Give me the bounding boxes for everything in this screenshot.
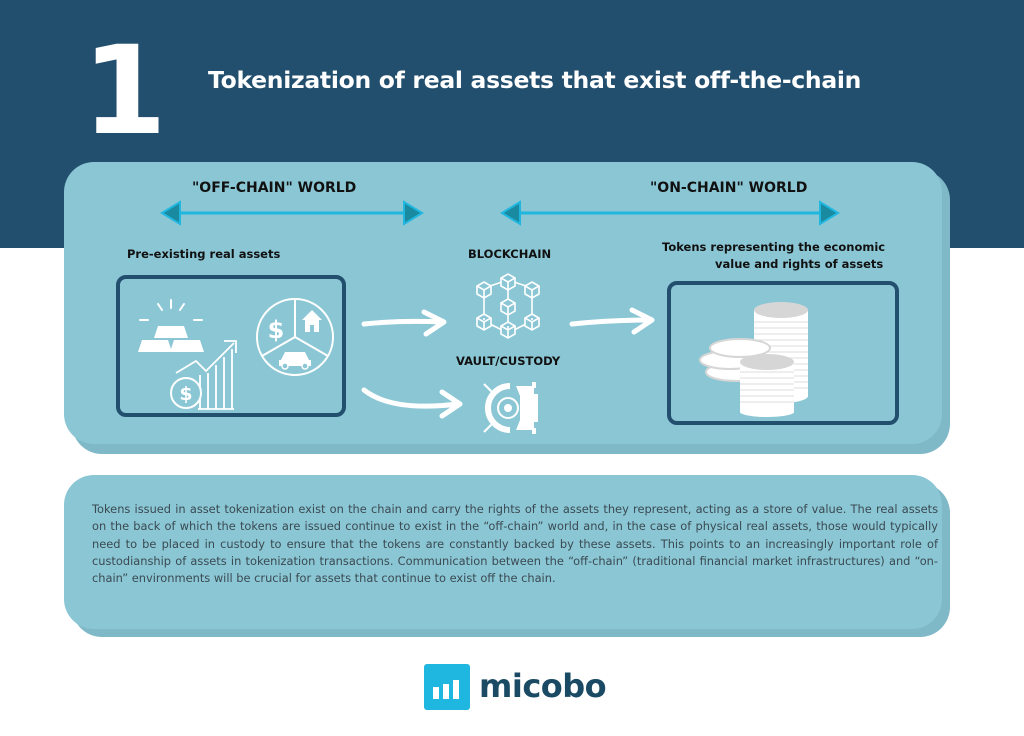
arrow-to-tokens-icon — [569, 307, 655, 335]
real-assets-box — [116, 275, 346, 417]
on-chain-double-arrow-icon — [500, 200, 840, 226]
svg-text:$: $ — [268, 316, 285, 344]
on-chain-world-label: "ON-CHAIN" WORLD — [650, 180, 808, 196]
gold-bars-icon — [138, 299, 204, 352]
off-chain-double-arrow-icon — [160, 200, 424, 226]
coin-stacks-icon — [699, 302, 808, 417]
vault-icon — [483, 382, 538, 434]
bar-chart-logo-icon — [433, 680, 459, 699]
svg-text:$: $ — [179, 383, 192, 405]
blockchain-network-icon — [476, 273, 540, 339]
blockchain-label: BLOCKCHAIN — [468, 247, 552, 261]
tokens-label-line2: value and rights of assets — [715, 257, 884, 271]
tokens-label-line1: Tokens representing the economic — [662, 240, 886, 254]
arrow-to-vault-icon — [361, 387, 463, 419]
off-chain-world-label: "OFF-CHAIN" WORLD — [192, 180, 357, 196]
pre-existing-assets-label: Pre-existing real assets — [127, 247, 281, 261]
asset-pie-icon: $ — [256, 298, 334, 376]
description-text: Tokens issued in asset tokenization exis… — [92, 502, 938, 586]
step-number: 1 — [82, 20, 167, 162]
dollar-coin-icon: $ — [170, 377, 202, 409]
vault-custody-label: VAULT/CUSTODY — [456, 354, 561, 368]
page-title: Tokenization of real assets that exist o… — [208, 66, 862, 94]
description-panel — [64, 475, 942, 629]
arrow-to-blockchain-icon — [361, 309, 447, 337]
micobo-logo-text[interactable]: micobo — [479, 667, 607, 705]
micobo-logo-mark[interactable] — [424, 664, 470, 710]
tokens-box — [667, 281, 899, 425]
